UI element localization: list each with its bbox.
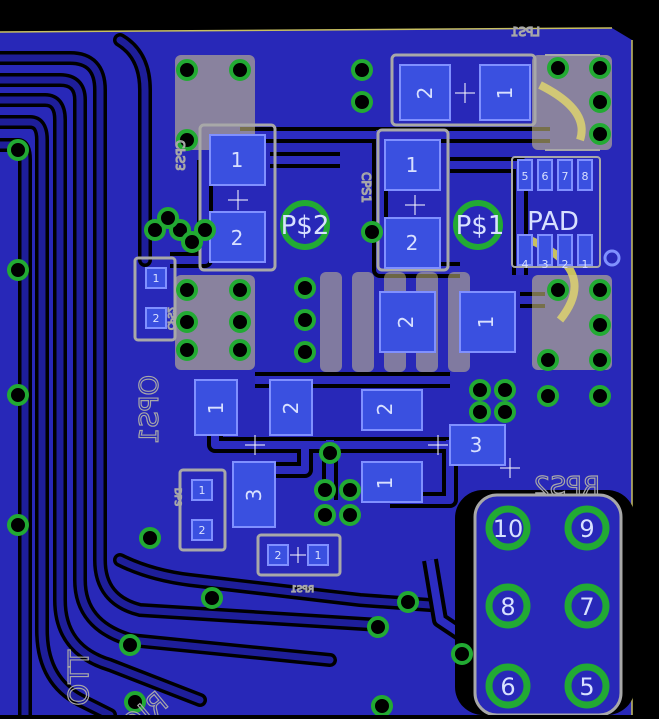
pin-label-1-c: 1: [493, 87, 517, 100]
conn-pin-8: 8: [500, 593, 515, 621]
fiducial: [603, 249, 621, 267]
pin-label-s1: 1: [153, 272, 160, 285]
origin-markers: [228, 83, 520, 563]
pin-label-2-b: 2: [406, 231, 419, 255]
pad-number-labels: 1 2 1 2 2 1 1 2 3 2 1 3 2 1: [204, 87, 517, 502]
pad-label-ps2: P$2: [281, 211, 330, 241]
conn-pin-9: 9: [579, 515, 594, 543]
ic-pin-3: 3: [542, 258, 549, 271]
connector-pins: [485, 505, 610, 709]
pin-label-1-e: 1: [373, 477, 397, 490]
ic-pin-6: 6: [542, 170, 549, 183]
pin-label-2-f: 2: [394, 316, 418, 329]
pin-label-s4: 2: [199, 524, 206, 537]
small-pad-labels: 1 2 1 2 2 1 5 6 7 8 4 3 2 1: [153, 170, 589, 562]
part-rps1: RPS1: [291, 585, 314, 595]
pin-label-1-d: 1: [204, 402, 228, 415]
big-pad-labels: P$2 P$1 PAD: [281, 207, 579, 241]
pad-ps2-ring: [280, 200, 330, 250]
pin-label-3-b: 3: [470, 433, 483, 457]
pin-label-1-f: 1: [474, 316, 498, 329]
conn-pin-10: 10: [493, 515, 524, 543]
conn-pin-5: 5: [579, 673, 594, 701]
part-dps: DPS: [172, 488, 182, 506]
part-tto: TTO: [62, 649, 95, 706]
part-lps1: LPS1: [511, 25, 540, 39]
part-rps2: RPS2: [533, 472, 600, 502]
ic-pin-5: 5: [522, 170, 529, 183]
pin-label-1-a: 1: [231, 148, 244, 172]
connector-pin-labels: 10 9 8 7 6 5: [493, 515, 595, 701]
part-ops1: OPS1: [135, 375, 165, 444]
vias: [7, 57, 611, 717]
pin-label-1-b: 1: [406, 153, 419, 177]
ic-pin-8: 8: [582, 170, 589, 183]
bus-traces: [0, 33, 437, 719]
pin-label-2-e: 2: [373, 403, 397, 416]
pin-label-s5: 2: [275, 549, 282, 562]
ic-pin-4: 4: [522, 258, 529, 271]
pin-label-s2: 2: [153, 312, 160, 325]
ic-pin-7: 7: [562, 170, 569, 183]
smd-pads: [145, 64, 593, 566]
pin-label-s6: 1: [315, 549, 322, 562]
pad-label-ps1: P$1: [456, 211, 505, 241]
pin-label-2-c: 2: [413, 87, 437, 100]
part-cps2: CPS2: [165, 307, 175, 330]
silkscreen-outlines: [133, 53, 601, 577]
conn-pin-6: 6: [500, 673, 515, 701]
board-outline-top: [0, 27, 613, 33]
pin-label-3-a: 3: [242, 489, 266, 502]
part-cps1: CPS1: [359, 172, 373, 203]
pin-label-2-d: 2: [279, 402, 303, 415]
pad-ps1-ring: [453, 200, 503, 250]
pin-label-s3: 1: [199, 484, 206, 497]
ic-pin-2: 2: [562, 258, 569, 271]
part-cps3: CPS3: [174, 140, 188, 171]
pin-label-2-a: 2: [231, 226, 244, 250]
pad-label-pad: PAD: [527, 207, 579, 237]
conn-pin-7: 7: [579, 593, 594, 621]
ic-pin-1: 1: [582, 258, 589, 271]
